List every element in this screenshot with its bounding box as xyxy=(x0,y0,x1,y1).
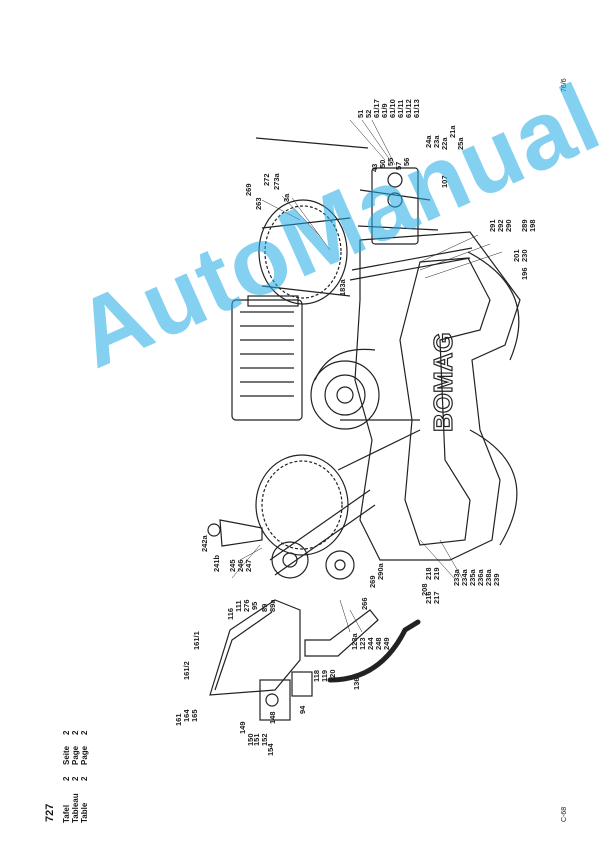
callout-label: 239 xyxy=(492,573,501,586)
upper-drum xyxy=(258,199,348,305)
callout-label: 3a xyxy=(282,193,291,202)
lever-handle xyxy=(219,519,263,547)
callout-label: 230 xyxy=(520,249,529,262)
callout-label: 25a xyxy=(456,137,465,150)
rod-part xyxy=(255,137,369,149)
brand-plate: BOMAG xyxy=(428,332,458,432)
callout-label: 273a xyxy=(272,173,281,190)
callout-label: 161/2 xyxy=(182,661,191,680)
callout-label: 120 xyxy=(328,669,337,682)
callout-label: 269 xyxy=(244,183,253,196)
hook-tube xyxy=(327,619,421,683)
upper-bracket xyxy=(371,167,419,245)
callout-label: 161/1 xyxy=(192,631,201,650)
callout-label: 263 xyxy=(254,197,263,210)
callout-label: 183a xyxy=(338,279,347,296)
callout-label: 249 xyxy=(382,637,391,650)
callout-label: 290a xyxy=(376,563,385,580)
callout-label: 241b xyxy=(212,554,221,572)
callout-label: 217 xyxy=(432,591,441,604)
callout-label: 154 xyxy=(266,743,275,756)
callout-label: 219 xyxy=(432,567,441,580)
callout-label: 89a xyxy=(268,599,277,612)
callout-label: 148 xyxy=(268,711,277,724)
callout-label: 136 xyxy=(352,677,361,690)
callout-label: 272 xyxy=(262,173,271,186)
main-frame xyxy=(354,231,521,561)
wheel-arc-top xyxy=(467,251,520,361)
callout-label: 149 xyxy=(238,721,247,734)
callout-label: 94 xyxy=(298,705,307,714)
callout-label: 95 xyxy=(250,601,259,610)
wheel-arc-bottom xyxy=(469,429,518,546)
callout-label: 165 xyxy=(190,709,199,722)
central-hub xyxy=(310,360,380,430)
callout-label: 107 xyxy=(440,175,449,188)
callout-label: 56 xyxy=(402,157,411,166)
callout-label: 22a xyxy=(440,137,449,150)
callout-label: 290 xyxy=(504,219,513,232)
callout-label: 266 xyxy=(360,597,369,610)
engine-block xyxy=(231,299,303,421)
chute xyxy=(209,599,301,696)
callout-label: 198 xyxy=(528,219,537,232)
bottom-fitting xyxy=(259,679,291,721)
callout-label: 247 xyxy=(244,559,253,572)
callout-label: 61/13 xyxy=(412,99,421,118)
callout-label: 242a xyxy=(200,535,209,552)
callout-label: 196 xyxy=(520,267,529,280)
lower-pulley xyxy=(271,541,309,579)
